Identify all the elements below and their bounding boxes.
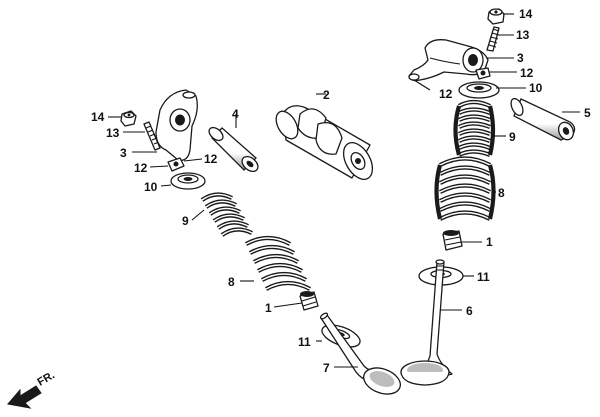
intake-valve	[319, 312, 401, 395]
callout-12-left-a: 12	[134, 161, 148, 175]
callout-9-right: 9	[509, 130, 516, 144]
callout-12-right-a: 12	[520, 66, 534, 80]
rocker-arm-right	[408, 39, 489, 82]
adjusting-screw-left	[143, 121, 161, 151]
callout-5: 5	[584, 106, 591, 120]
callout-10-right: 10	[529, 81, 543, 95]
callout-14-left: 14	[91, 110, 105, 124]
inner-valve-spring-left	[200, 192, 253, 237]
callout-3-right: 3	[517, 51, 524, 65]
spring-retainer-left	[170, 172, 206, 190]
rocker-shaft-bolt-right	[475, 67, 491, 80]
callout-13-right: 13	[516, 28, 530, 42]
callout-9-left: 9	[182, 214, 189, 228]
callout-8-right: 8	[498, 186, 505, 200]
lock-nut-right	[487, 8, 505, 25]
callout-2: 2	[323, 88, 330, 102]
callout-11-right: 11	[477, 270, 490, 284]
callout-1-right: 1	[486, 235, 493, 249]
outer-valve-spring-right	[434, 156, 496, 221]
camshaft	[275, 105, 374, 180]
spring-retainer-right	[458, 81, 500, 99]
callout-8-left: 8	[228, 275, 235, 289]
rocker-shaft-bolt-left	[167, 157, 185, 172]
callout-numbers: 14 13 3 12 12 10 5 9 8 1 11 6 2 4 14 13 …	[91, 7, 591, 375]
valve-stem-seal-right	[442, 230, 463, 251]
callout-11-left: 11	[298, 335, 311, 349]
rocker-arm-left	[155, 89, 198, 161]
outer-valve-spring-left	[244, 235, 312, 291]
callout-7: 7	[323, 361, 330, 375]
front-direction-label: FR.	[36, 369, 57, 388]
exhaust-valve	[400, 259, 453, 386]
inner-valve-spring-right	[453, 99, 496, 157]
callout-4: 4	[232, 107, 239, 121]
adjusting-screw-right	[486, 26, 500, 52]
callout-10-left: 10	[144, 180, 158, 194]
callout-3-left: 3	[120, 146, 127, 160]
rocker-shaft-left	[208, 126, 259, 173]
front-direction-arrow-icon	[7, 385, 42, 409]
front-direction-marker: FR.	[7, 369, 57, 409]
callout-14-right: 14	[519, 7, 533, 21]
leader-lines	[108, 13, 580, 368]
rocker-shaft-right	[510, 97, 576, 141]
lock-nut-left	[120, 110, 137, 127]
callout-1-left: 1	[265, 301, 272, 315]
callout-12-left-b: 12	[204, 152, 218, 166]
callout-6: 6	[466, 304, 473, 318]
valve-stem-seal-left	[299, 291, 319, 311]
callout-13-left: 13	[106, 126, 120, 140]
callout-12-right-b: 12	[439, 87, 453, 101]
